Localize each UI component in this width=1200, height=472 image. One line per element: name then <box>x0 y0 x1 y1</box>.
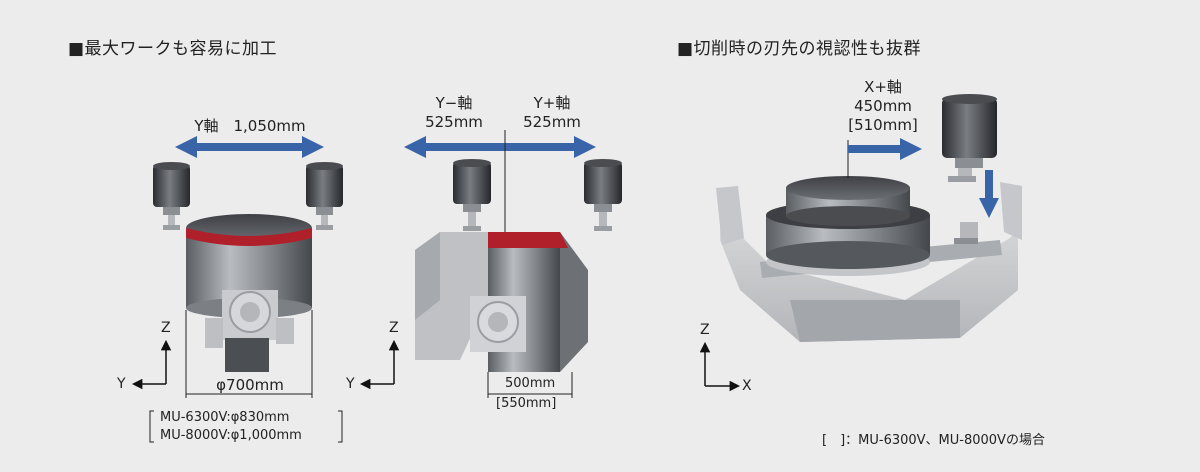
fig3-group <box>699 94 1022 392</box>
fig3-axis-z-label: Z <box>700 322 710 338</box>
fig3-spindle <box>942 94 997 244</box>
fig2-y-plus-value: 525mm <box>523 113 581 131</box>
fig2-group <box>359 130 622 398</box>
fig3-x-value: 450mm <box>854 97 912 115</box>
fig2-axis-z-label: Z <box>389 320 399 336</box>
fig1-note-bracket <box>149 410 343 443</box>
fig2-width-dim <box>487 372 573 398</box>
fig2-spindle-right <box>584 159 622 231</box>
fig3-x-arrow <box>847 138 922 178</box>
fig1-note-line2: MU-8000V:φ1,000mm <box>160 428 302 443</box>
fig1-group <box>131 136 343 443</box>
fig2-axis-y-label: Y <box>346 376 355 392</box>
fig2-spindle-left <box>453 159 491 231</box>
fig2-y-plus-label: Y+軸 <box>533 94 571 112</box>
fig1-table-diameter: φ700mm <box>216 376 284 394</box>
fig1-table <box>186 214 312 372</box>
fig3-axis-triad <box>699 341 741 392</box>
fig1-diameter-dim <box>185 310 313 398</box>
fig1-y-travel-label: Y軸 1,050mm <box>194 117 306 135</box>
fig3-table <box>766 176 930 276</box>
fig1-y-travel-arrow <box>175 136 324 158</box>
fig2-y-minus-value: 525mm <box>425 113 483 131</box>
fig2-axis-triad <box>359 339 400 390</box>
fig3-axis-x-label: X <box>742 378 752 394</box>
fig2-width-value: 500mm <box>505 376 556 391</box>
fig2-y-arrow <box>404 136 596 158</box>
fig3-x-label: X+軸 <box>864 78 902 96</box>
fig2-table <box>415 232 588 372</box>
fig3-x-value-alt: [510mm] <box>848 116 918 134</box>
fig1-spindle-right <box>306 162 343 230</box>
fig2-y-minus-label: Y−軸 <box>435 94 473 112</box>
fig1-axis-z-label: Z <box>161 320 171 336</box>
fig1-note-line1: MU-6300V:φ830mm <box>160 410 290 425</box>
fig1-axis-triad <box>131 339 172 390</box>
fig3-z-arrow <box>979 170 999 218</box>
right-heading: ■切削時の刃先の視認性も抜群 <box>677 39 922 59</box>
footnote: [ ]：MU-6300V、MU-8000Vの場合 <box>822 433 1045 448</box>
fig2-width-alt-value: [550mm] <box>496 396 557 411</box>
fig1-axis-y-label: Y <box>117 376 126 392</box>
fig1-spindle-left <box>153 162 190 230</box>
left-heading: ■最大ワークも容易に加工 <box>68 39 278 59</box>
